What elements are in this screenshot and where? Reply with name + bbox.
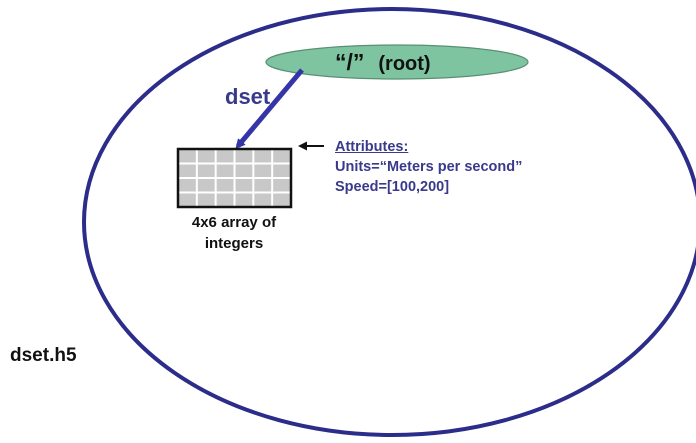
attributes-block: Attributes: Units=“Meters per second” Sp… xyxy=(335,137,522,197)
dataset-caption-line1: 4x6 array of xyxy=(191,214,277,231)
attribute-speed: Speed=[100,200] xyxy=(335,179,450,195)
root-group-ellipse xyxy=(265,44,529,80)
root-group-name: “/” xyxy=(335,49,365,75)
file-name-label: dset.h5 xyxy=(10,345,77,366)
file-boundary-ellipse xyxy=(82,7,696,437)
attributes-heading: Attributes: xyxy=(335,139,409,155)
dataset-grid-border xyxy=(176,147,293,209)
attribute-units: Units=“Meters per second” xyxy=(335,159,523,175)
root-group-label: “/” (root) xyxy=(335,49,431,76)
dataset-caption: 4x6 array of integers xyxy=(164,212,304,254)
dataset-array-grid xyxy=(176,147,293,209)
dataset-caption-line2: integers xyxy=(204,235,264,252)
dset-link-arrow xyxy=(235,68,304,150)
root-group-suffix: (root) xyxy=(378,53,431,75)
dset-link-label: dset xyxy=(225,84,271,109)
